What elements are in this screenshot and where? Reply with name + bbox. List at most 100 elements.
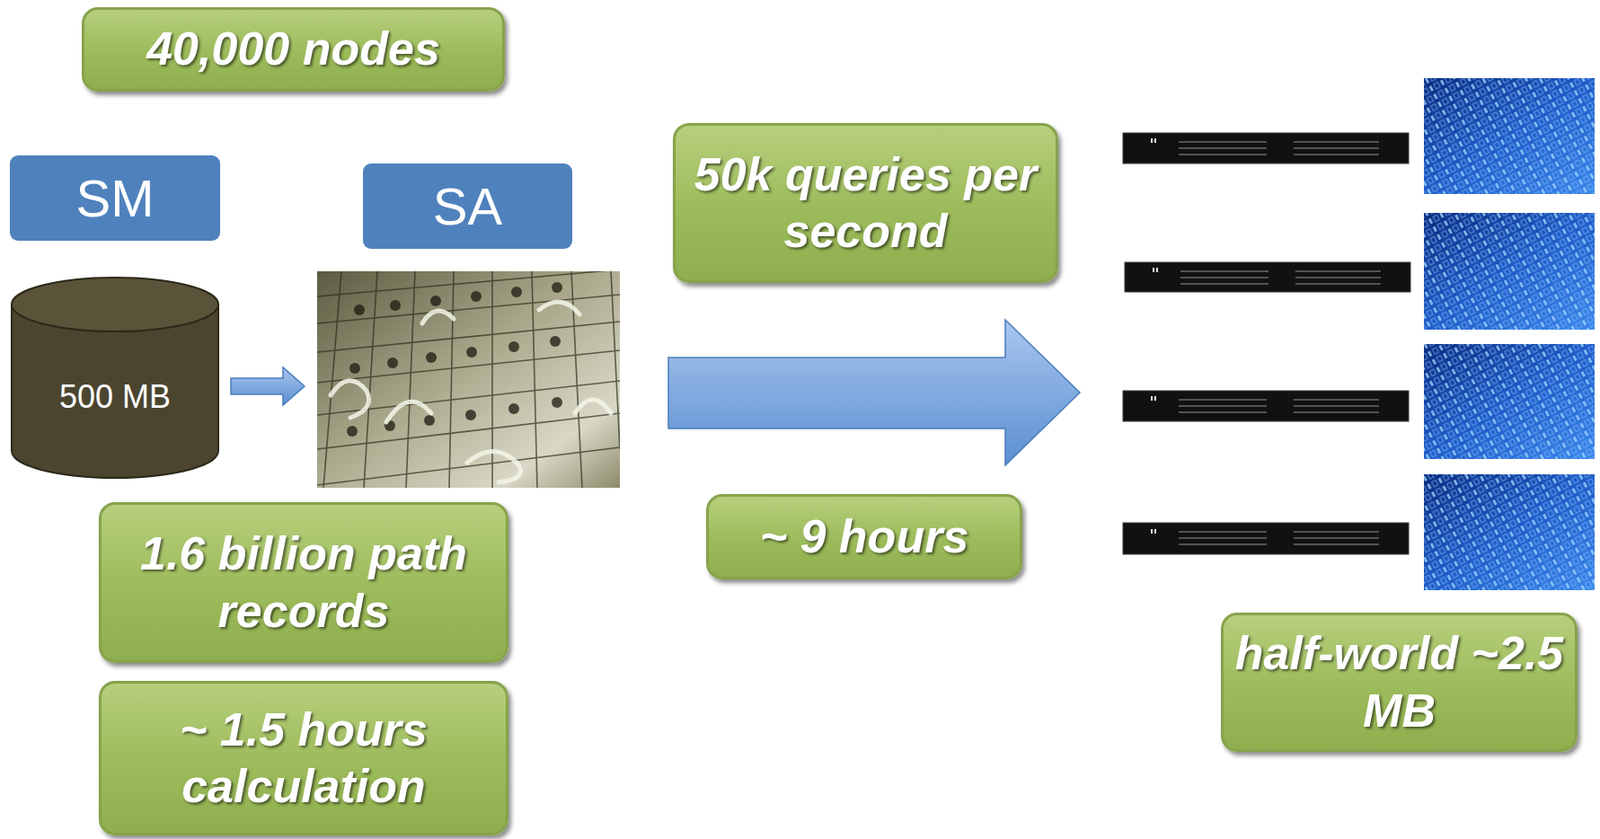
binary-image-part [1423,78,1595,195]
server-rack-part [1122,390,1409,422]
box-text: 40,000 nodes [146,20,441,78]
server-rack-part-part [1293,543,1380,546]
table-photo-part-part [317,447,620,486]
stat-box: half-world ~2.5 MB [1220,612,1578,752]
binary-image-part [1423,344,1595,460]
binary-image-part [1423,212,1595,330]
table-photo-part-part [531,271,538,488]
table-photo-part-part [539,301,580,315]
server-rack-part-part [1178,530,1267,533]
server-rack [1122,132,1411,555]
server-rack-part [1178,141,1381,545]
server-rack-part-part [1180,270,1269,273]
server-rack-part-part [1293,141,1380,143]
binary-image-part [1423,474,1595,591]
server-rack-part-part [1295,270,1381,273]
server-rack-part-part [1295,276,1381,279]
table-photo-part-part [508,403,520,415]
table-photo-part-part [549,335,561,347]
table-photo-part-part [574,399,611,414]
table-photo-part-part [470,291,482,302]
table-photo-part-part [466,346,478,358]
big-arrow [668,319,1080,466]
box-text: 500 MB [59,379,171,416]
server-rack-part [1122,132,1409,164]
server-rack-part-part [1154,138,1157,143]
table-photo-part-part [511,286,522,298]
table-photo-part [346,282,563,437]
server-rack-part-part [1180,276,1269,279]
binary-image-part [1423,78,1595,195]
cylinder-outline [9,275,221,480]
server-rack-part-part [1154,529,1157,534]
server-rack-part-part [1150,529,1153,534]
binary-image-part [1423,212,1595,330]
small-arrow-part [230,367,305,406]
table-photo-part-part [449,271,454,488]
server-rack-part-part [1178,153,1267,156]
box-text: half-world ~2.5 MB [1234,625,1565,740]
table-photo-part-part [330,380,370,418]
server-rack-part-part [1150,396,1153,401]
table-photo-part-part [406,271,416,488]
text-group: ~ 9 hours [760,508,970,566]
table-photo-part-part [491,271,494,488]
table-photo [317,271,620,488]
table-photo-part-part [346,425,358,437]
server-rack-part-part [1150,138,1153,143]
server-rack-part-part [1178,411,1267,414]
box-text: 50k queries per second [686,146,1045,261]
text-group: 500 MB [59,379,171,416]
server-rack-part-part [1178,147,1267,150]
server-rack-part [1122,522,1409,555]
table-photo-part-part [317,294,620,324]
server-rack-part-part [1152,267,1155,273]
server-rack-part-part [1178,398,1267,401]
table-photo-part [330,301,611,483]
count-box: 40,000 nodes [81,7,505,92]
binary-image [1423,78,1595,591]
big-arrow-part [668,319,1080,466]
component-label: SM [9,155,221,241]
box-text: ~ 1.5 hours calculation [112,701,496,816]
server-rack-part [1150,138,1159,534]
component-label: SA [362,163,573,249]
server-rack-part-part [1293,147,1380,150]
text-group: ~ 1.5 hours calculation [112,701,496,816]
box-text: ~ 9 hours [760,508,970,566]
server-rack-part-part [1293,153,1380,156]
server-rack-part [1124,262,1411,292]
table-photo-part-part [465,409,477,421]
server-rack-part-part [1293,405,1380,407]
stat-box: ~ 1.5 hours calculation [98,680,509,836]
server-rack-part-part [1154,396,1157,401]
binary-image-part [1423,344,1595,460]
cylinder-top [11,277,219,332]
server-rack-part-part [1180,282,1269,285]
table-photo-part-part [467,451,522,484]
box-text: 1.6 billion path records [112,525,496,640]
server-rack-part-part [1178,405,1267,407]
binary-image-part [1423,474,1595,591]
table-photo-part-part [508,341,520,353]
small-arrow [230,367,305,406]
table-photo-part-part [571,271,583,488]
server-rack-part-part [1295,282,1381,285]
server-rack-part-part [1293,398,1380,401]
text-group: 40,000 nodes [146,20,441,78]
stat-box: 50k queries per second [672,123,1059,283]
box-text: SA [433,177,503,236]
server-rack-part-part [1178,537,1267,540]
table-photo-part-part [425,352,437,363]
table-photo-part-part [430,295,442,307]
table-photo-part-part [424,415,435,426]
table-photo-part-part [349,362,361,374]
stat-box: 1.6 billion path records [98,502,509,663]
stat-box: ~ 9 hours [706,494,1023,580]
text-group: 50k queries per second [686,146,1045,261]
server-rack-part-part [1293,537,1380,540]
table-photo-part-part [387,357,398,369]
table-photo-part [317,271,620,488]
table-photo-part-part [610,271,620,450]
